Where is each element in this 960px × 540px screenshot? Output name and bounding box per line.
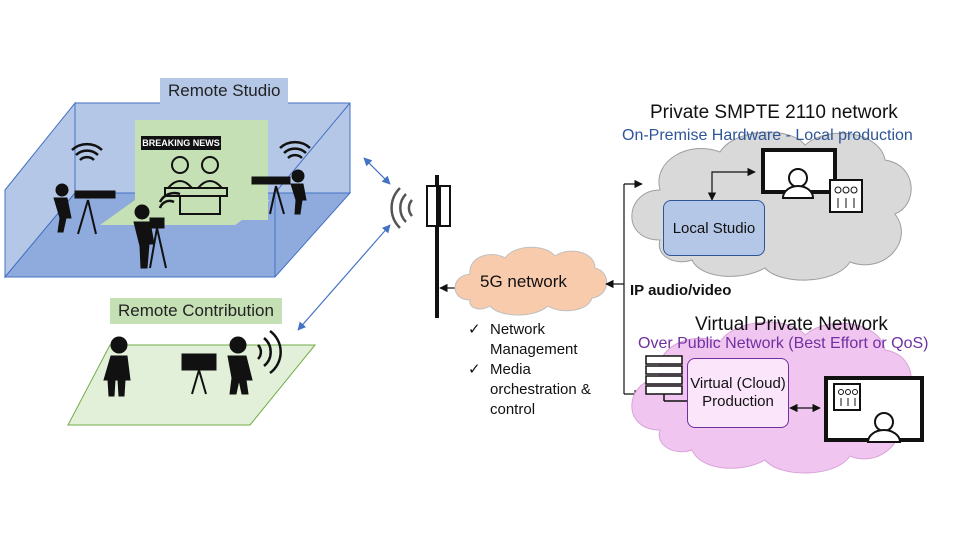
- monitor-operator-icon: [761, 148, 837, 199]
- remote-contribution-area: [67, 344, 317, 426]
- cloud-production-node: Virtual (Cloud) Production: [687, 358, 789, 428]
- five-g-label: 5G network: [480, 272, 567, 291]
- news-anchor-icon: [141, 136, 228, 215]
- check-icon: ✓: [468, 321, 481, 338]
- camera-operator-icon: [53, 142, 116, 235]
- camera-operator-icon: [181, 329, 282, 395]
- camera-operator-icon: [133, 191, 181, 269]
- smpte-title: Private SMPTE 2110 network: [650, 102, 898, 123]
- remote-studio-label: Remote Studio: [160, 78, 289, 104]
- ip-link-label: IP audio/video: [630, 282, 732, 299]
- vpn-title: Virtual Private Network: [695, 314, 888, 335]
- cell-tower-icon: [390, 175, 451, 318]
- ip-link: [605, 179, 643, 399]
- local-studio-node: Local Studio: [663, 200, 765, 256]
- reporter-icon: [103, 336, 131, 397]
- camera-operator-icon: [251, 140, 311, 215]
- server-rack-icon: [645, 355, 690, 402]
- feature-item: ✓Network Management: [468, 321, 578, 358]
- feature-item: ✓Media orchestration & control: [468, 361, 591, 418]
- remote-contribution-label: Remote Contribution: [110, 298, 282, 324]
- audio-mixer-icon: [833, 383, 861, 411]
- check-icon: ✓: [468, 361, 481, 378]
- vpn-subtitle: Over Public Network (Best Effort or QoS): [638, 335, 929, 352]
- breaking-news-screen: BREAKING NEWS: [142, 138, 220, 148]
- five-g-cloud: [454, 246, 608, 316]
- audio-mixer-icon: [829, 179, 863, 213]
- smpte-subtitle: On-Premise Hardware - Local production: [622, 127, 913, 144]
- five-g-feature-list: ✓Network Management ✓Media orchestration…: [468, 320, 608, 420]
